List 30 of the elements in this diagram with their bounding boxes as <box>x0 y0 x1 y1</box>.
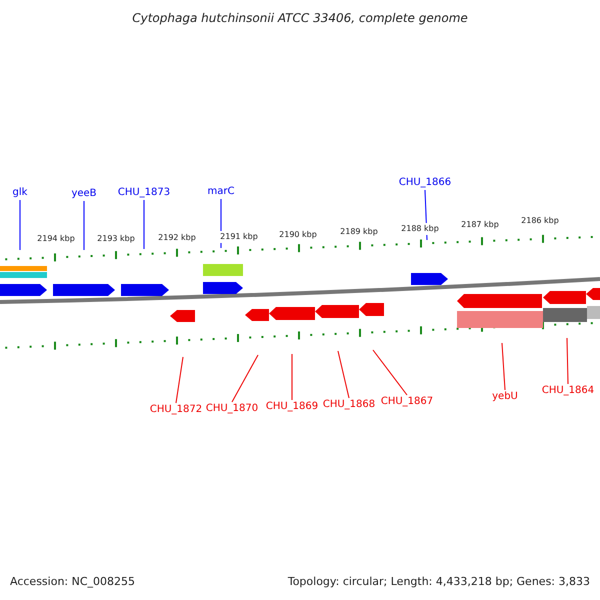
leader-line <box>502 342 506 390</box>
gene-label: glk <box>12 187 28 199</box>
scale-label: 2187 kbp <box>461 219 499 231</box>
scale-label: 2192 kbp <box>158 232 196 244</box>
gene-label: CHU_1868 <box>322 399 376 411</box>
leader-line <box>566 338 568 384</box>
scale-label: 2194 kbp <box>37 233 75 245</box>
scale-label: 2189 kbp <box>340 226 378 238</box>
gene-label: CHU_1873 <box>118 187 170 199</box>
title: Cytophaga hutchinsonii ATCC 33406, complete genome <box>131 12 469 24</box>
gene-label: CHU_1870 <box>206 403 258 415</box>
leader-line <box>338 350 350 398</box>
footer-text: Accession: NC_008255 <box>10 576 136 588</box>
leader-line <box>372 350 408 396</box>
scale-label: 2188 kbp <box>401 223 439 235</box>
scale-label: 2190 kbp <box>279 229 317 241</box>
gene-label: yeeB <box>71 188 97 200</box>
gene-label: CHU_1869 <box>266 401 318 413</box>
gene-label: yebU <box>492 391 518 403</box>
scale-label: 2193 kbp <box>97 233 135 245</box>
gene-label: CHU_1864 <box>542 385 594 397</box>
scale-label: 2191 kbp <box>220 231 258 243</box>
scale-label: 2186 kbp <box>521 215 559 227</box>
leader-line <box>176 356 184 404</box>
gene-label: CHU_1866 <box>398 177 452 189</box>
gene-label: CHU_1867 <box>380 396 434 408</box>
footer-text: Topology: circular; Length: 4,433,218 bp; Genes: 3,833 <box>288 576 590 588</box>
gene-label: CHU_1872 <box>150 404 202 416</box>
leader-line <box>232 354 258 402</box>
gene-label: marC <box>208 186 234 198</box>
